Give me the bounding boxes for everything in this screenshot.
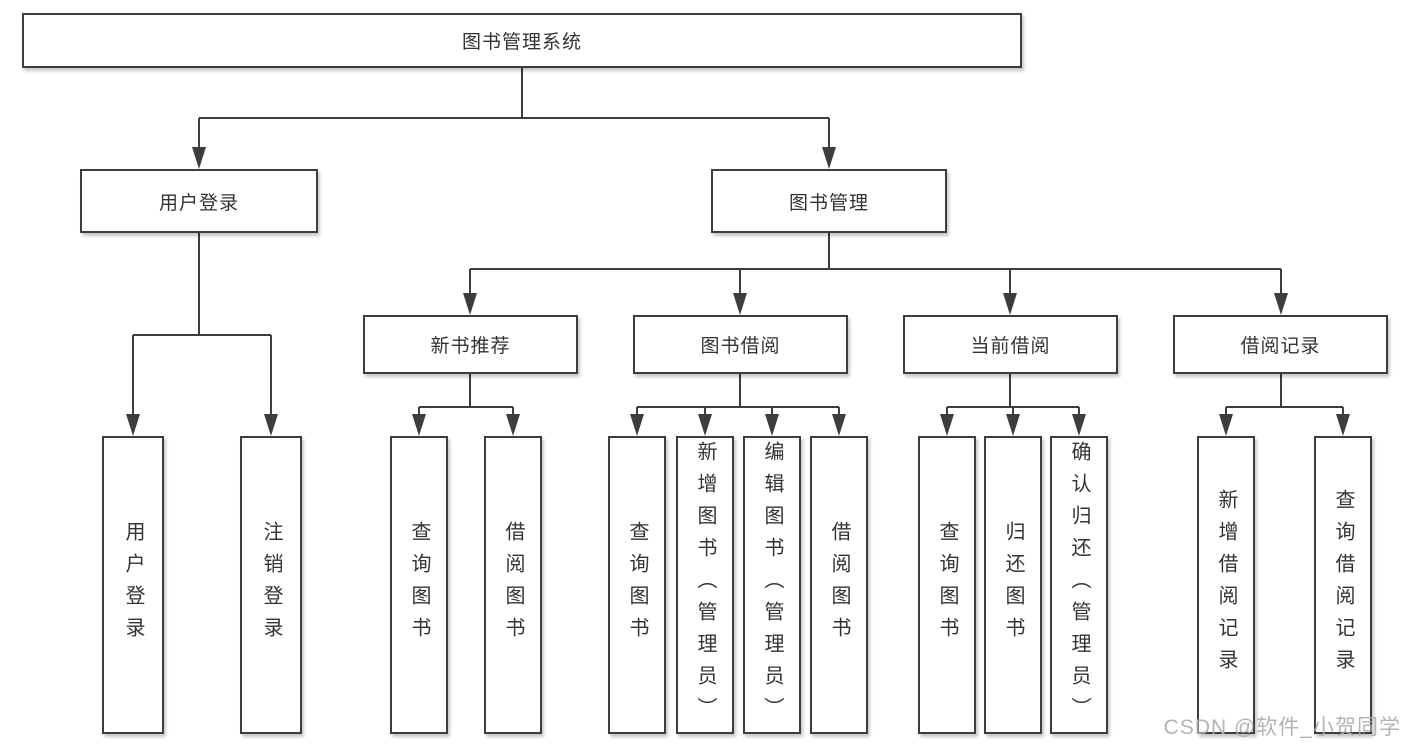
arrow-icon bbox=[765, 414, 779, 436]
arrow-icon bbox=[1003, 293, 1017, 315]
arrow-icon bbox=[698, 414, 712, 436]
connector-paths bbox=[132, 68, 1344, 415]
leaf-label: 新增借阅记录 bbox=[1215, 489, 1237, 681]
arrow-icon bbox=[412, 414, 426, 436]
leaf-label: 查询图书 bbox=[408, 521, 430, 649]
leaf-label: 查询图书 bbox=[936, 521, 958, 649]
leaf-logout: 注销登录 bbox=[240, 436, 302, 734]
arrow-icon bbox=[1006, 414, 1020, 436]
leaf-label: 借阅图书 bbox=[828, 521, 850, 649]
arrow-icon bbox=[192, 147, 206, 169]
leaf-return-books: 归还图书 bbox=[984, 436, 1042, 734]
arrow-icon bbox=[126, 414, 140, 436]
arrow-icon bbox=[733, 293, 747, 315]
arrow-icon bbox=[630, 414, 644, 436]
arrow-icon bbox=[1274, 293, 1288, 315]
node-borrowing-records: 借阅记录 bbox=[1173, 315, 1388, 374]
leaf-label: 借阅图书 bbox=[502, 521, 524, 649]
leaf-confirm-return-admin: 确认归还（管理员） bbox=[1050, 436, 1108, 734]
arrow-icon bbox=[822, 147, 836, 169]
node-new-book-recommend: 新书推荐 bbox=[363, 315, 578, 374]
arrow-icon bbox=[463, 293, 477, 315]
node-current-borrowing: 当前借阅 bbox=[903, 315, 1118, 374]
leaf-user-login-label: 用户登录 bbox=[122, 521, 144, 649]
leaf-label: 归还图书 bbox=[1002, 521, 1024, 649]
arrow-icon bbox=[1072, 414, 1086, 436]
arrow-icon bbox=[1219, 414, 1233, 436]
arrow-icon bbox=[1336, 414, 1350, 436]
leaf-user-login: 用户登录 bbox=[102, 436, 164, 734]
watermark: CSDN @软件_小贺同学 bbox=[1163, 716, 1401, 739]
arrowheads bbox=[126, 147, 1350, 436]
node-book-management: 图书管理 bbox=[711, 169, 947, 233]
leaf-borrow-books-borrowing: 借阅图书 bbox=[810, 436, 868, 734]
node-user-login: 用户登录 bbox=[80, 169, 318, 233]
leaf-query-borrow-record: 查询借阅记录 bbox=[1314, 436, 1372, 734]
leaf-query-books-borrowing: 查询图书 bbox=[608, 436, 666, 734]
node-book-borrowing: 图书借阅 bbox=[633, 315, 848, 374]
leaf-label: 查询借阅记录 bbox=[1332, 489, 1354, 681]
leaf-edit-book-admin: 编辑图书（管理员） bbox=[743, 436, 801, 734]
leaf-logout-label: 注销登录 bbox=[260, 521, 282, 649]
arrow-icon bbox=[506, 414, 520, 436]
leaf-label: 新增图书（管理员） bbox=[694, 441, 716, 729]
leaf-query-books-current: 查询图书 bbox=[918, 436, 976, 734]
leaf-label: 查询图书 bbox=[626, 521, 648, 649]
leaf-label: 编辑图书（管理员） bbox=[761, 441, 783, 729]
arrow-icon bbox=[940, 414, 954, 436]
leaf-add-borrow-record: 新增借阅记录 bbox=[1197, 436, 1255, 734]
node-library-management-system: 图书管理系统 bbox=[22, 13, 1022, 68]
leaf-borrow-books-recommend: 借阅图书 bbox=[484, 436, 542, 734]
leaf-label: 确认归还（管理员） bbox=[1068, 441, 1090, 729]
arrow-icon bbox=[264, 414, 278, 436]
arrow-icon bbox=[832, 414, 846, 436]
leaf-add-book-admin: 新增图书（管理员） bbox=[676, 436, 734, 734]
leaf-query-books-recommend: 查询图书 bbox=[390, 436, 448, 734]
